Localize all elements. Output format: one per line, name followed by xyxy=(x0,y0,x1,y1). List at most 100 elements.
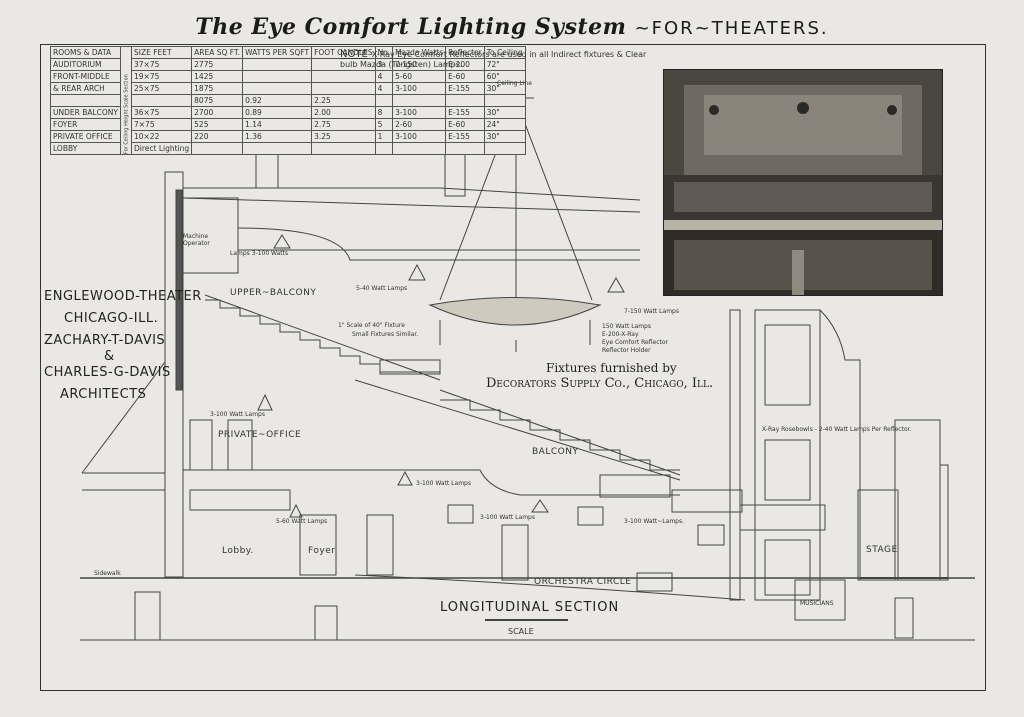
table-cell: 24" xyxy=(483,118,526,131)
table-cell: 4 xyxy=(374,82,394,95)
table-cell: 1.36 xyxy=(242,130,313,143)
table-cell: 37×75 xyxy=(130,58,193,71)
credit-theater: ENGLEWOOD-THEATER xyxy=(44,289,202,304)
label-xray-rosebowls: X-Ray Rosebowls - 2-40 Watt Lamps Per Re… xyxy=(762,426,912,433)
label-fixture-detail-4: Reflector Holder xyxy=(602,347,651,354)
label-fixture-detail-1: 150 Watt Lamps xyxy=(602,323,651,330)
label-stage: STAGE xyxy=(866,545,898,555)
label-scale-fixture: 1" Scale of 40" Fixture xyxy=(338,322,405,329)
label-small-fixtures: Small Fixtures Similar. xyxy=(352,331,419,338)
table-cell xyxy=(50,94,121,107)
table-cell: 0.92 xyxy=(242,94,313,107)
table-cell xyxy=(130,94,193,107)
label-lamps-3-100: Lamps 3-100 Watts xyxy=(230,250,289,257)
credit-architect-2: CHARLES-G-DAVIS xyxy=(44,365,171,380)
table-cell: 4 xyxy=(374,70,394,83)
table-cell xyxy=(191,142,244,155)
title-script: The Eye Comfort Lighting System xyxy=(195,14,627,40)
table-cell: E-155 xyxy=(445,106,485,119)
table-cell: PRIVATE OFFICE xyxy=(50,130,121,143)
table-cell: 1 xyxy=(374,130,394,143)
fixtures-credit: Fixtures furnished by Decorators Supply … xyxy=(486,360,713,392)
table-cell: 10×22 xyxy=(130,130,193,143)
table-cell: FRONT-MIDDLE xyxy=(50,70,121,83)
table-cell: & REAR ARCH xyxy=(50,82,121,95)
credit-city: CHICAGO-ILL. xyxy=(64,311,159,326)
table-cell: 2775 xyxy=(191,58,244,71)
table-cell: FOYER xyxy=(50,118,121,131)
scale-label: SCALE xyxy=(508,627,534,636)
label-machine-operator: Machine Operator xyxy=(183,233,210,247)
table-cell: 5 xyxy=(374,118,394,131)
table-header-cell: AREA SQ FT. xyxy=(191,46,244,59)
photo-illustration xyxy=(664,70,942,295)
table-cell: 0.89 xyxy=(242,106,313,119)
auditorium-photo xyxy=(663,69,943,296)
credit-architects: ARCHITECTS xyxy=(60,387,147,402)
table-cell: 2.00 xyxy=(311,106,376,119)
label-lamps-3-100-e: 3-100 Watt~Lamps. xyxy=(624,518,685,525)
label-lamps-5-40: 5-40 Watt Lamps xyxy=(356,285,408,292)
table-cell xyxy=(374,94,394,107)
table-cell: 30" xyxy=(483,106,526,119)
table-cell: 8075 xyxy=(191,94,244,107)
table-cell: 3.25 xyxy=(311,130,376,143)
table-cell: 36×75 xyxy=(130,106,193,119)
label-lamps-7-150: 7-150 Watt Lamps xyxy=(624,308,679,315)
label-upper-balcony: UPPER~BALCONY xyxy=(230,288,317,298)
table-cell xyxy=(242,70,313,83)
fixtures-line-2: Decorators Supply Co., Chicago, Ill. xyxy=(486,376,714,391)
label-foyer: Foyer. xyxy=(308,546,338,556)
table-cell xyxy=(242,58,313,71)
table-cell: 1.14 xyxy=(242,118,313,131)
table-header-cell: No. xyxy=(374,46,394,59)
table-cell xyxy=(392,142,447,155)
label-orchestra-circle: ORCHESTRA CIRCLE xyxy=(534,577,632,587)
table-cell xyxy=(374,142,394,155)
label-lamps-3-100-c: 3-100 Watt Lamps xyxy=(416,480,471,487)
table-cell: LOBBY xyxy=(50,142,121,155)
label-balcony: BALCONY xyxy=(532,447,579,457)
table-header-cell: ROOMS & DATA xyxy=(50,46,121,59)
table-cell: 3-100 xyxy=(392,106,447,119)
label-lobby: Lobby. xyxy=(222,546,254,556)
drawing-frame xyxy=(40,44,986,691)
label-lamps-5-60: 5-60 Watt Lamps xyxy=(276,518,328,525)
table-cell xyxy=(483,94,526,107)
table-cell: E-155 xyxy=(445,82,485,95)
table-cell: 7×75 xyxy=(130,118,193,131)
table-cell: E-60 xyxy=(445,118,485,131)
label-lamps-3-100-b: 3-100 Watt Lamps xyxy=(210,411,265,418)
table-cell: 19×75 xyxy=(130,70,193,83)
table-cell: AUDITORIUM xyxy=(50,58,121,71)
table-cell: 3-100 xyxy=(392,82,447,95)
architect-credit: ENGLEWOOD-THEATER CHICAGO-ILL. ZACHARY-T… xyxy=(44,286,202,406)
table-cell xyxy=(311,142,376,155)
table-cell xyxy=(311,70,376,83)
credit-architect-1: ZACHARY-T-DAVIS xyxy=(44,333,166,348)
table-cell xyxy=(483,142,526,155)
fixtures-line-1: Fixtures furnished by xyxy=(546,361,677,375)
table-cell xyxy=(445,142,485,155)
table-cell xyxy=(242,82,313,95)
label-fixture-detail-2: E-200-X-Ray xyxy=(602,331,639,338)
table-cell: 25×75 xyxy=(130,82,193,95)
label-musicians: MUSICIANS xyxy=(800,600,834,607)
label-fixture-detail-3: Eye Comfort Reflector xyxy=(602,339,669,346)
credit-ampersand: & xyxy=(104,349,115,364)
table-header-cell: SIZE FEET xyxy=(130,46,193,59)
label-lamps-3-100-d: 3-100 Watt Lamps xyxy=(480,514,535,521)
table-cell: 5-60 xyxy=(392,70,447,83)
page-title: The Eye Comfort Lighting System ~FOR~THE… xyxy=(0,14,1024,40)
table-side-label: For Ceiling Height Scale Section xyxy=(120,46,132,155)
table-cell: 220 xyxy=(191,130,244,143)
